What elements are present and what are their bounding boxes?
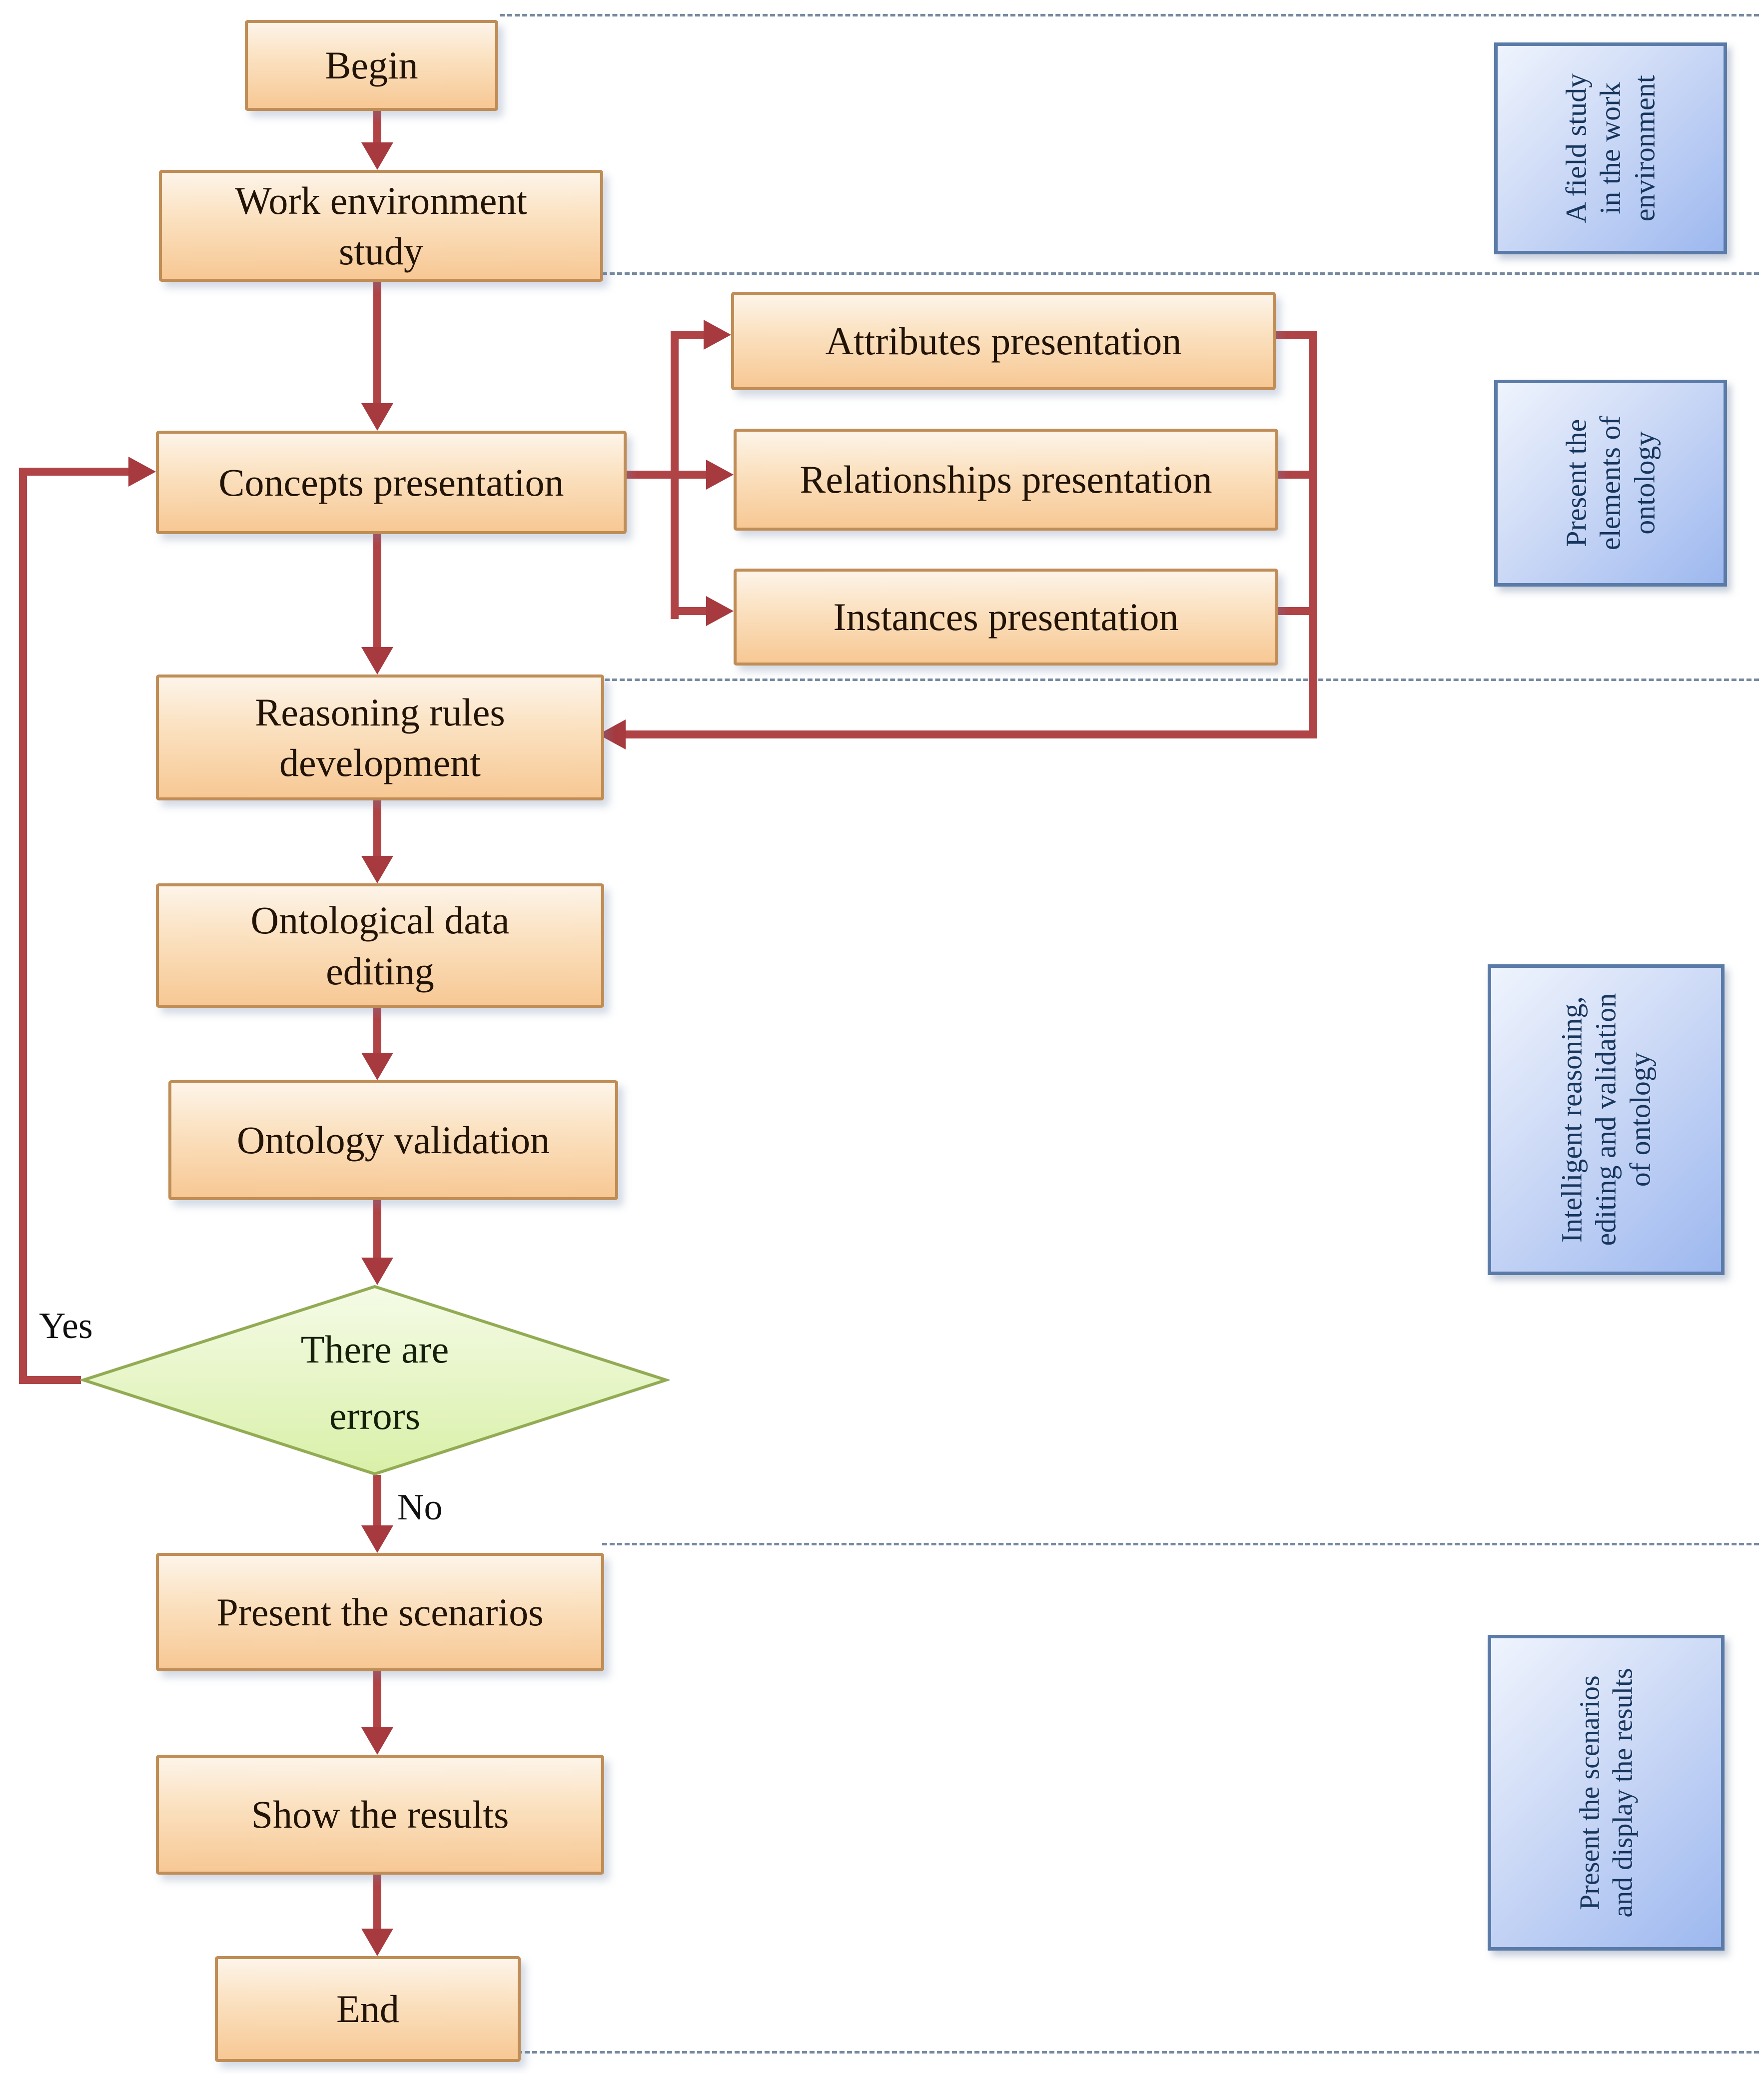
- node-reasoning-rules-development: Reasoning rules development: [156, 675, 604, 800]
- annotation-field-study: A field study in the work environment: [1494, 42, 1727, 254]
- annotation-intelligent-reasoning: Intelligent reasoning, editing and valid…: [1488, 964, 1725, 1275]
- annotation-intelligent-reasoning-text: Intelligent reasoning, editing and valid…: [1555, 993, 1657, 1246]
- section-separator-5: [427, 2051, 1759, 2054]
- node-ontology-validation: Ontology validation: [168, 1080, 618, 1200]
- node-reasoning-rules-development-label: Reasoning rules development: [255, 690, 505, 784]
- node-present-the-scenarios-label: Present the scenarios: [216, 1590, 544, 1634]
- node-concepts-presentation-label: Concepts presentation: [218, 460, 564, 504]
- node-instances-presentation-label: Instances presentation: [833, 595, 1179, 639]
- section-separator-2: [602, 272, 1759, 275]
- node-instances-presentation: Instances presentation: [734, 569, 1278, 666]
- annotation-elements-of-ontology: Present the elements of ontology: [1494, 380, 1727, 587]
- node-end: End: [215, 1956, 521, 2062]
- section-separator-4: [602, 1543, 1759, 1545]
- connector-instances-out: [1272, 607, 1317, 615]
- arrow-editing-to-validation-head: [361, 1053, 393, 1080]
- node-relationships-presentation: Relationships presentation: [734, 429, 1278, 531]
- node-begin: Begin: [245, 20, 498, 111]
- arrow-concepts-loop-head: [128, 457, 156, 487]
- connector-yes-in: [23, 468, 130, 476]
- arrow-editing-to-validation-shaft: [373, 1002, 381, 1055]
- annotation-field-study-text: A field study in the work environment: [1560, 73, 1661, 223]
- connector-collector-horizontal: [624, 730, 1317, 738]
- node-show-the-results: Show the results: [156, 1755, 604, 1875]
- node-concepts-presentation: Concepts presentation: [156, 431, 627, 534]
- node-end-label: End: [336, 1987, 399, 2031]
- arrow-scenarios-to-results-head: [361, 1727, 393, 1755]
- arrow-concepts-to-reasoning-shaft: [373, 528, 381, 650]
- connector-concepts-out: [621, 471, 675, 479]
- arrow-instances-head: [706, 596, 734, 626]
- arrow-workenv-to-concepts-head: [361, 403, 393, 431]
- arrow-workenv-to-concepts-shaft: [373, 276, 381, 406]
- node-there-are-errors-decision: There are errors: [78, 1284, 671, 1476]
- connector-relationships-out: [1272, 471, 1317, 479]
- node-attributes-presentation-label: Attributes presentation: [825, 319, 1182, 363]
- node-begin-label: Begin: [325, 43, 418, 87]
- arrow-validation-to-decision-shaft: [373, 1194, 381, 1260]
- arrow-relationships-head: [706, 460, 734, 490]
- arrow-concepts-to-reasoning-head: [361, 647, 393, 675]
- arrow-attributes-head: [704, 320, 731, 350]
- arrow-results-to-end-shaft: [373, 1869, 381, 1931]
- yes-label: Yes: [39, 1306, 93, 1347]
- arrow-validation-to-decision-head: [361, 1258, 393, 1285]
- arrow-reasoning-to-editing-shaft: [373, 794, 381, 858]
- node-relationships-presentation-label: Relationships presentation: [800, 458, 1212, 502]
- connector-yes-vertical: [19, 468, 27, 1384]
- arrow-begin-to-workenv-shaft: [373, 105, 381, 147]
- no-label: No: [397, 1487, 443, 1528]
- node-work-environment-study-label: Work environment study: [234, 178, 528, 273]
- node-attributes-presentation: Attributes presentation: [731, 292, 1276, 390]
- node-work-environment-study: Work environment study: [159, 170, 603, 282]
- connector-to-relationships: [675, 471, 708, 479]
- arrow-results-to-end-head: [361, 1929, 393, 1956]
- node-present-the-scenarios: Present the scenarios: [156, 1553, 604, 1671]
- node-show-the-results-label: Show the results: [251, 1793, 509, 1837]
- arrow-begin-to-workenv-head: [361, 142, 393, 170]
- connector-yes-out: [23, 1376, 81, 1384]
- node-there-are-errors-label: There are errors: [300, 1328, 449, 1437]
- connector-attributes-out: [1270, 331, 1317, 339]
- arrow-reasoning-to-editing-head: [361, 856, 393, 883]
- connector-collector-vertical: [1309, 331, 1317, 738]
- annotation-scenarios-and-results-text: Present the scenarios and display the re…: [1574, 1668, 1638, 1918]
- arrow-decision-to-scenarios-shaft: [373, 1475, 381, 1528]
- section-separator-3: [605, 679, 1759, 681]
- node-ontological-data-editing-label: Ontological data editing: [250, 898, 510, 993]
- arrow-scenarios-to-results-shaft: [373, 1665, 381, 1730]
- section-separator-1: [500, 14, 1759, 16]
- connector-to-attributes: [675, 331, 706, 339]
- node-ontology-validation-label: Ontology validation: [236, 1118, 550, 1162]
- connector-to-instances: [675, 607, 708, 615]
- decision-diamond-shape: [78, 1285, 671, 1476]
- arrow-decision-to-scenarios-head: [361, 1525, 393, 1553]
- annotation-scenarios-and-results: Present the scenarios and display the re…: [1488, 1635, 1725, 1951]
- annotation-elements-of-ontology-text: Present the elements of ontology: [1560, 416, 1661, 551]
- node-ontological-data-editing: Ontological data editing: [156, 883, 604, 1008]
